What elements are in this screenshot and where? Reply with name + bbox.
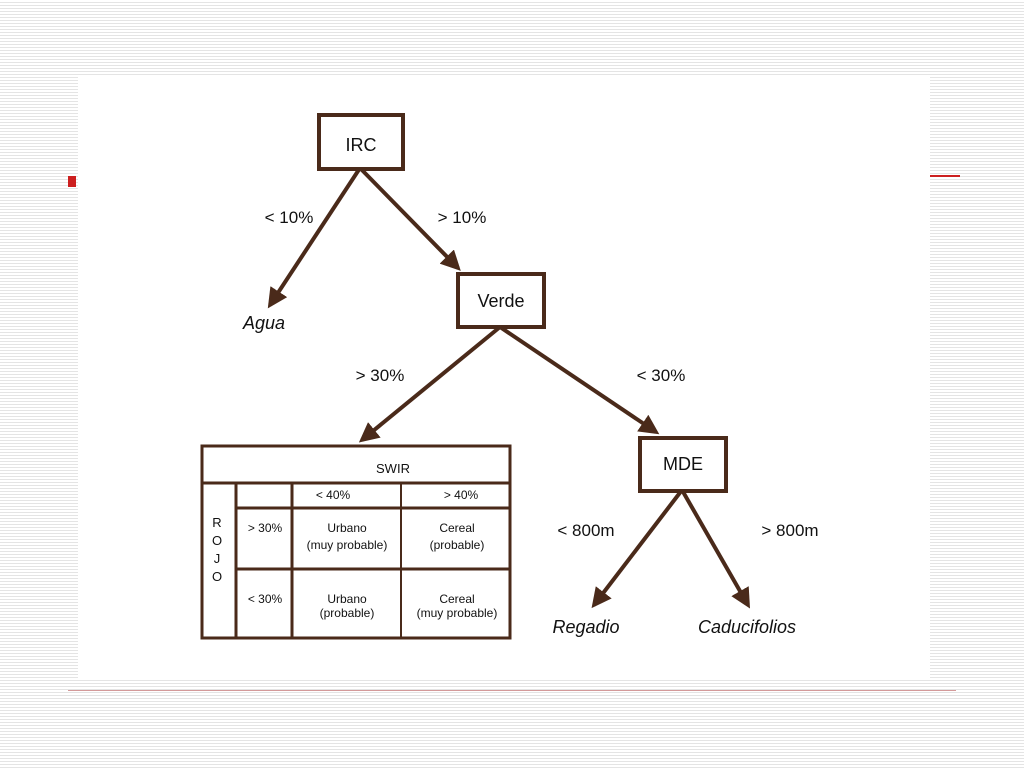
table-cell-text: Cereal [439,592,474,606]
edge-label-verde-right: < 30% [637,366,686,385]
table-colhead-lt40: < 40% [316,488,351,502]
edge-verde-table [358,325,502,443]
table-axis-letter: O [212,569,222,584]
node-irc-box [317,113,405,171]
edge-mde-caducifolios [680,489,750,609]
table-header-swir: SWIR [376,461,410,476]
edge-mde-regadio [591,488,684,609]
table-outer-border [200,444,512,640]
bullet-square [68,176,76,187]
table-axis-letter: J [214,551,221,566]
slide-panel [78,76,930,680]
accent-line [930,175,960,177]
table-axis-letter: R [212,515,221,530]
table-cell-text: Urbano [327,521,367,535]
table-cell-text: Cereal [439,521,474,535]
edge-label-verde-left: > 30% [356,366,405,385]
node-verde-label: Verde [477,291,524,311]
table-cell-text: Urbano [327,592,367,606]
leaf-regadio: Regadio [552,617,619,637]
leaf-agua: Agua [242,313,285,333]
table-rowlabel-gt30: > 30% [248,521,283,535]
leaf-caducifolios: Caducifolios [698,617,796,637]
bottom-rule [68,690,956,691]
edge-label-irc-left: < 10% [265,208,314,227]
edge-verde-mde [498,325,660,435]
node-irc-label: IRC [346,135,377,155]
table-cell-text: (probable) [430,538,485,552]
table-cell-text: (muy probable) [307,538,388,552]
node-verde-box [456,272,546,329]
classification-table: SWIR R O J O < 40% > 40% > 30% < 30% Urb… [200,444,512,640]
table-colhead-gt40: > 40% [444,488,479,502]
table-axis-letter: O [212,533,222,548]
node-mde-box [638,436,728,493]
edge-irc-verde [358,166,461,271]
node-mde-label: MDE [663,454,703,474]
table-cell-text: (probable) [320,606,375,620]
edge-irc-agua [267,166,362,309]
table-rowlabel-lt30: < 30% [248,592,283,606]
table-cell-text: (muy probable) [417,606,498,620]
edge-label-mde-left: < 800m [557,521,614,540]
edge-label-mde-right: > 800m [761,521,818,540]
edge-label-irc-right: > 10% [438,208,487,227]
